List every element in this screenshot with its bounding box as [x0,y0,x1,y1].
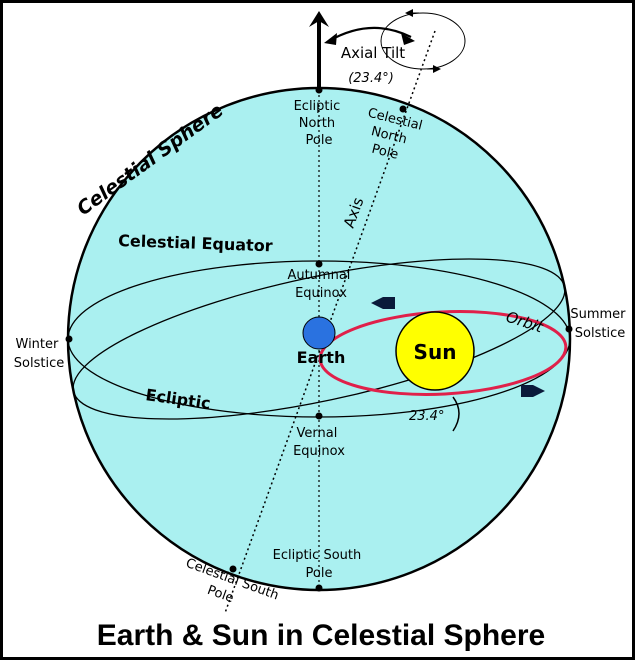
dot-celestial-north [399,105,407,113]
dot-ecliptic-south [315,584,323,592]
dot-autumnal [315,260,323,268]
orbit-arrow-bottom [521,385,545,397]
ecliptic-south-pole-label: Ecliptic South Pole [273,548,366,581]
ecliptic-north-pole-label: Ecliptic North Pole [294,99,345,148]
dot-celestial-south [229,565,237,573]
axial-tilt-arc [328,26,412,42]
dot-ecliptic-north [315,86,323,94]
tilt-angle-arc [452,396,460,432]
celestial-equator-ring [72,258,566,420]
earth-label: Earth [297,348,346,367]
earth [302,316,336,350]
winter-solstice-label: Winter Solstice [14,337,64,371]
axial-tilt-label: Axial Tilt [341,44,405,62]
precession-loop [380,12,466,70]
dot-vernal [315,412,323,420]
diagram-title: Earth & Sun in Celestial Sphere [97,619,545,652]
celestial-diagram: Celestial Sphere Celestial Equator Eclip… [14,9,629,652]
axial-tilt-arrowhead-left [324,33,337,45]
axial-tilt-arrowhead-right [401,33,415,45]
dot-winter [65,335,73,343]
sun-label: Sun [414,340,457,364]
autumnal-equinox-label: Autumnal Equinox [287,268,354,301]
axial-tilt-value: (23.4°) [348,71,394,86]
summer-solstice-label: Summer Solstice [570,307,629,341]
vernal-equinox-label: Vernal Equinox [293,426,345,459]
tilt-angle-label: 23.4° [409,409,444,424]
sun [395,311,475,391]
orbit-arrow-top [371,297,395,309]
ecliptic-north-arrowhead [309,11,329,27]
celestial-axis-line [224,30,436,614]
dot-summer [565,325,573,333]
